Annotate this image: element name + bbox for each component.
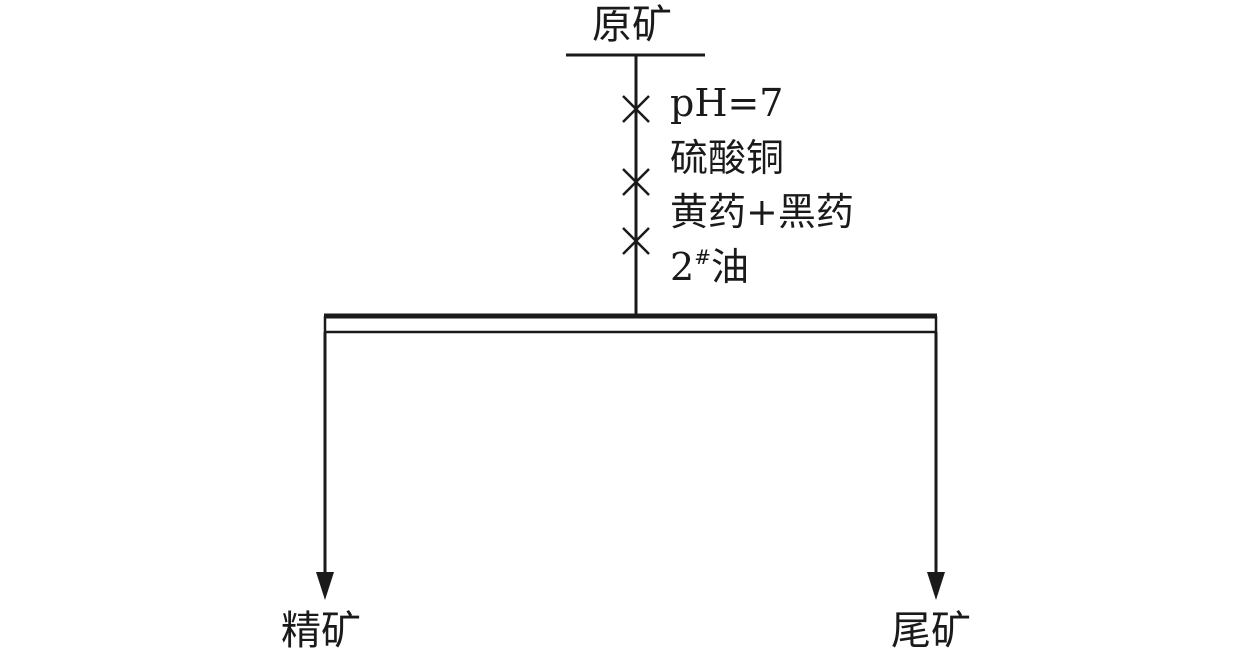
tailings-arrowhead xyxy=(927,572,945,600)
flotation-cell xyxy=(323,313,938,334)
reagent-addition-mark xyxy=(622,168,650,196)
frother-superscript: # xyxy=(694,245,711,269)
reagent-addition-mark xyxy=(622,227,650,255)
concentrate-label: 精矿 xyxy=(281,608,361,654)
reagent-ph: pH=7 xyxy=(670,81,784,125)
reagent-frother: 2#油 xyxy=(670,245,749,289)
frother-number: 2 xyxy=(670,245,695,289)
frother-suffix: 油 xyxy=(710,245,749,289)
reagent-addition-mark xyxy=(622,95,650,123)
reagent-xanthate-dithiophosphate: 黄药+黑药 xyxy=(670,190,854,234)
reagent-copper-sulfate: 硫酸铜 xyxy=(670,136,785,180)
tailings-label: 尾矿 xyxy=(891,608,971,654)
concentrate-arrowhead xyxy=(316,572,334,600)
feed-label: 原矿 xyxy=(592,2,672,48)
